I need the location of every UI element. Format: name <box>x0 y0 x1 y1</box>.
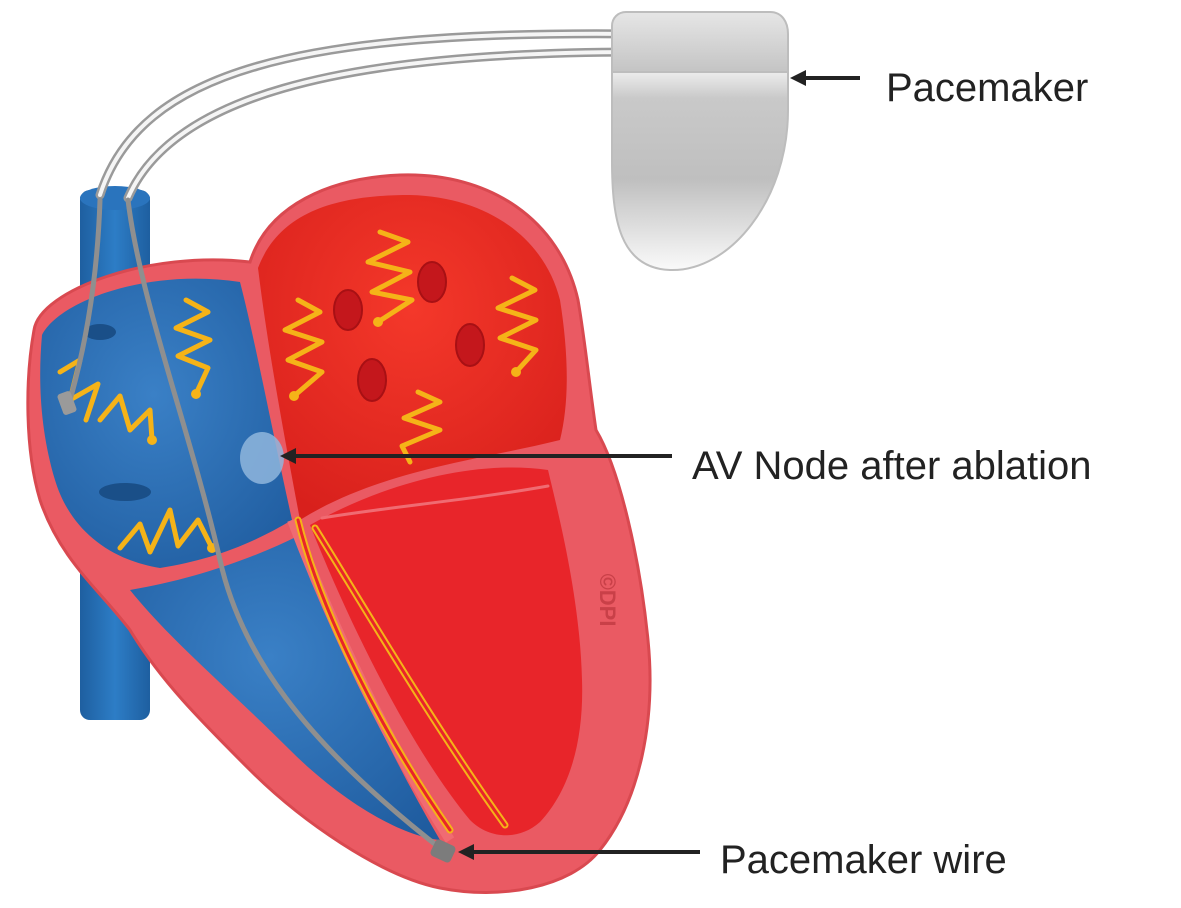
pacemaker-wire-label: Pacemaker wire <box>720 840 1007 880</box>
pacemaker-device-icon <box>612 12 788 270</box>
av-node-label: AV Node after ablation <box>692 446 1092 486</box>
watermark-text: ©DPI <box>595 574 620 627</box>
pacemaker-leads <box>100 34 640 198</box>
heart-cross-section: ©DPI <box>28 175 650 893</box>
pacemaker-label: Pacemaker <box>886 68 1088 108</box>
